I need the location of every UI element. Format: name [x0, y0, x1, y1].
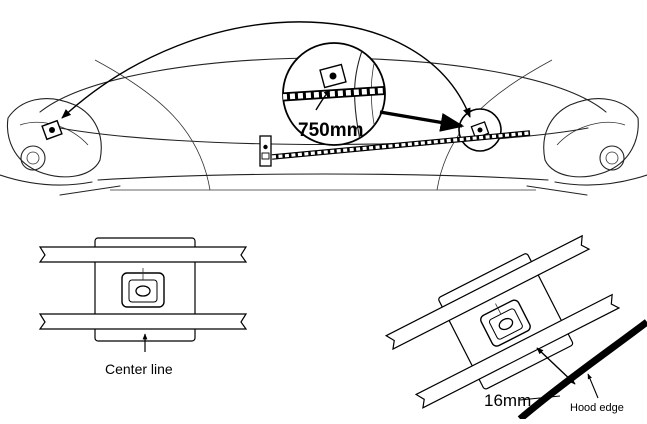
- left-clip: [41, 119, 63, 141]
- car-front-view: 750mm: [0, 21, 647, 196]
- transfer-arrow: [61, 21, 471, 119]
- detail-hood-edge: 16mm Hood edge: [384, 234, 647, 422]
- right-headlight: [543, 98, 647, 186]
- hood-edge-label: Hood edge: [570, 402, 624, 414]
- measuring-tape: [271, 130, 531, 160]
- detail-center-line: Center line: [38, 237, 248, 377]
- right-clip: [458, 108, 502, 152]
- center-line-label: Center line: [105, 361, 173, 377]
- hood-edge-line: [517, 319, 647, 422]
- left-headlight: [0, 98, 102, 186]
- offset-label: 16mm: [484, 391, 531, 410]
- callout-pointer-arrow: [379, 110, 465, 132]
- center-clip: [259, 135, 272, 167]
- zoom-callout: 750mm: [282, 42, 386, 146]
- distance-label: 750mm: [298, 120, 364, 141]
